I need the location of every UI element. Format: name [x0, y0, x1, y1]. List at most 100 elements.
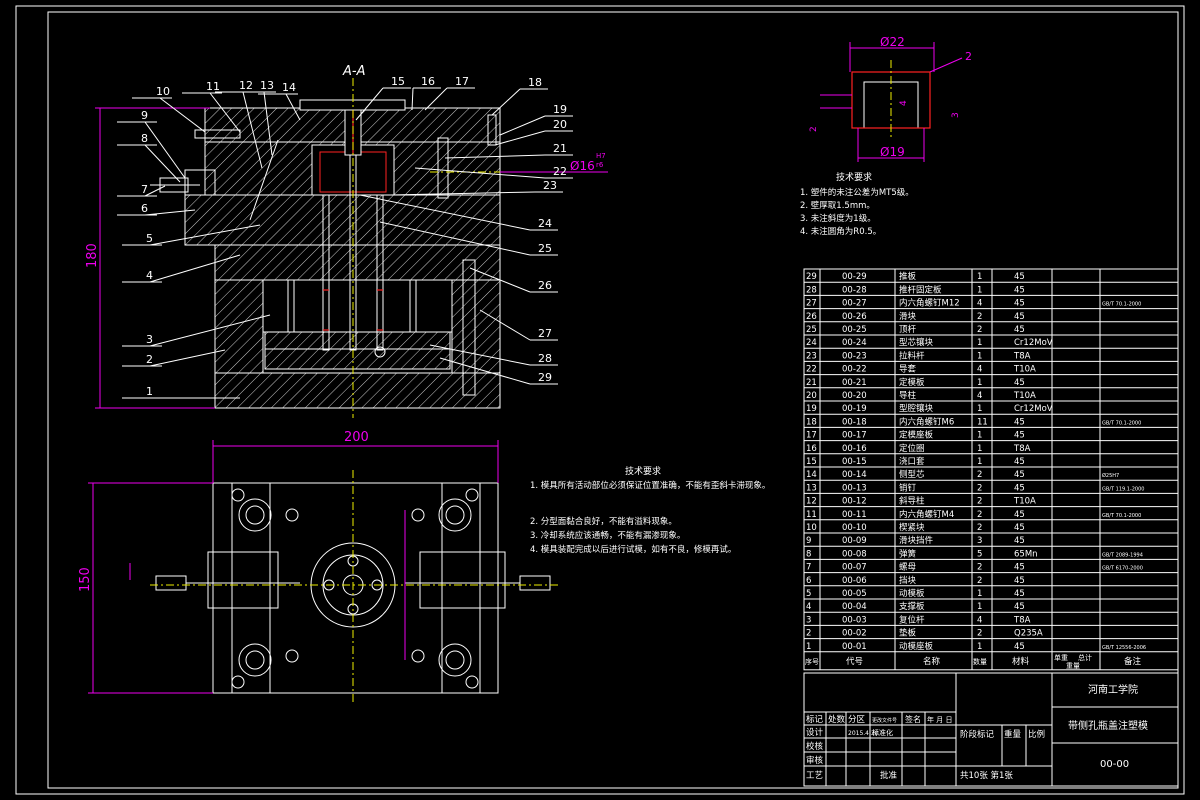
bom-material: 45: [1014, 536, 1025, 546]
bom-name: 动模座板: [899, 641, 934, 652]
bom-material: 45: [1014, 417, 1025, 427]
ejector-plate: [264, 348, 451, 370]
slider-left: [207, 551, 279, 609]
section-label: A-A: [342, 64, 365, 79]
bom-index: 25: [806, 325, 817, 335]
bom-index: 12: [806, 497, 817, 507]
tb-check: 校核: [806, 741, 824, 752]
tb-zone: 分区: [848, 715, 866, 725]
tech-req-mold-2: 2. 分型面黏合良好，不能有溢料现象。: [530, 516, 677, 527]
bom-material: 45: [1014, 563, 1025, 573]
bom-material: Cr12MoV: [1014, 404, 1053, 414]
bom-qty: 5: [977, 549, 982, 559]
bom-code: 00-11: [842, 510, 867, 520]
callout-16: 16: [421, 75, 435, 88]
bom-code: 00-17: [842, 431, 867, 441]
bom-qty: 1: [977, 351, 982, 361]
bom-material: 45: [1014, 576, 1025, 586]
bom-material: 45: [1014, 602, 1025, 612]
tb-stage: 阶段标记: [960, 729, 995, 740]
bom-name: 动模板: [899, 588, 925, 599]
tb-design: 设计: [806, 727, 824, 738]
bom-name: 弹簧: [899, 548, 917, 559]
bom-name: 导柱: [899, 390, 917, 401]
slider-stop: [184, 169, 216, 196]
bom-header-cell: 总计: [1078, 653, 1092, 662]
callout-20: 20: [553, 118, 567, 131]
bom-material: T8A: [1013, 351, 1031, 361]
bom-name: 导套: [899, 364, 917, 375]
bom-name: 滑块: [899, 311, 917, 322]
bom-header-cell: 序号: [805, 657, 819, 666]
bom-material: 45: [1014, 510, 1025, 520]
bom-code: 00-07: [842, 563, 867, 573]
wall-thickness: 2: [965, 50, 972, 63]
callout-4: 4: [146, 269, 153, 282]
bom-index: 1: [806, 642, 811, 652]
bom-qty: 1: [977, 378, 982, 388]
bom-name: 销钉: [899, 482, 917, 493]
bom-index: 3: [806, 615, 811, 625]
bom-material: 45: [1014, 642, 1025, 652]
bom-qty: 3: [977, 536, 982, 546]
bom-material: T8A: [1013, 444, 1031, 454]
bom-qty: 1: [977, 272, 982, 282]
bom-code: 00-21: [842, 378, 867, 388]
bom-code: 00-08: [842, 549, 867, 559]
bom-index: 17: [806, 431, 817, 441]
bom-name: 顶杆: [899, 324, 917, 335]
bom-note: GB/T 70.1-2000: [1102, 302, 1141, 308]
bom-code: 00-23: [842, 351, 867, 361]
plan-view: 200 150: [78, 430, 560, 705]
bom-qty: 1: [977, 589, 982, 599]
bom-index: 4: [806, 602, 811, 612]
callout-14: 14: [282, 81, 296, 94]
bom-material: 45: [1014, 483, 1025, 493]
tb-change: 更改文件号: [872, 717, 897, 724]
callout-17: 17: [455, 75, 469, 88]
callout-11: 11: [206, 80, 220, 93]
bom-index: 18: [806, 417, 817, 427]
bom-qty: 1: [977, 444, 982, 454]
bom-note: GB/T 70.1-2000: [1102, 420, 1141, 426]
school-name: 河南工学院: [1088, 683, 1138, 696]
tech-req-part-1: 1. 塑件的未注公差为MT5级。: [800, 187, 914, 198]
depth-dimension: 150: [78, 567, 93, 592]
bom-code: 00-16: [842, 444, 867, 454]
bom-qty: 11: [977, 417, 988, 427]
part-detail: Ø22 Ø19 2 2 4 3: [809, 35, 972, 162]
tb-count: 处数: [828, 714, 846, 725]
spacer-left: [214, 279, 264, 374]
bom-index: 7: [806, 563, 811, 573]
dim-h2: 2: [809, 126, 819, 132]
callout-24: 24: [538, 217, 552, 230]
callout-12: 12: [239, 79, 253, 92]
callout-5: 5: [146, 232, 153, 245]
bom-index: 11: [806, 510, 817, 520]
dim-h3: 3: [951, 112, 961, 118]
bom-material: 45: [1014, 285, 1025, 295]
bom-material: 45: [1014, 457, 1025, 467]
support-plate: [214, 244, 501, 281]
bom-name: 定位圈: [899, 443, 925, 454]
bom-index: 19: [806, 404, 817, 414]
tech-req-mold-3: 3. 冷却系统应该通畅，不能有漏渗现象。: [530, 530, 685, 541]
bom-index: 21: [806, 378, 817, 388]
bom-code: 00-15: [842, 457, 867, 467]
bom-material: 45: [1014, 299, 1025, 309]
callout-2: 2: [146, 353, 153, 366]
bom-name: 推杆固定板: [899, 284, 942, 295]
tech-req-part-4: 4. 未注圆角为R0.5。: [800, 226, 881, 237]
tech-req-mold-title: 技术要求: [625, 465, 661, 477]
callout-28: 28: [538, 352, 552, 365]
